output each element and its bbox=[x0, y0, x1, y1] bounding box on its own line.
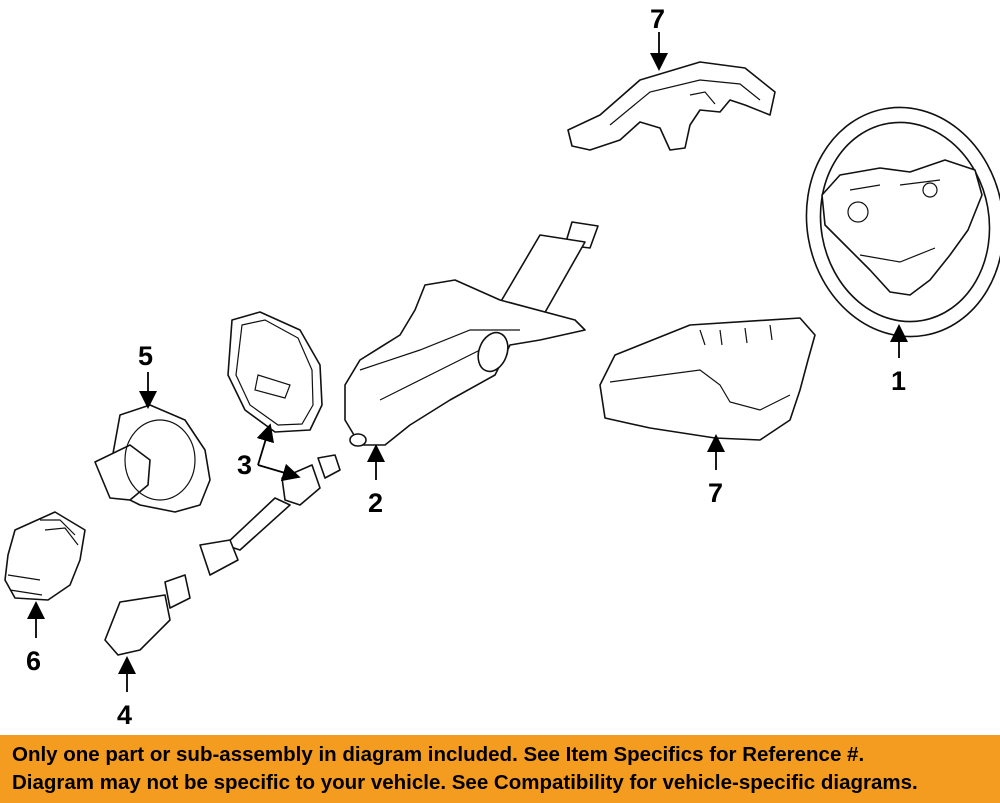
upper-column-shroud bbox=[567, 61, 776, 151]
callout-3: 3 bbox=[237, 450, 252, 480]
callout-2: 2 bbox=[368, 488, 383, 518]
leader-lines bbox=[27, 32, 908, 692]
callout-4: 4 bbox=[117, 700, 132, 730]
intermediate-shaft-boot bbox=[4, 511, 86, 601]
callout-7-lower: 7 bbox=[708, 478, 723, 508]
callout-7-upper: 7 bbox=[650, 4, 665, 34]
lower-column-shroud bbox=[599, 317, 816, 441]
dash-seal-plate bbox=[227, 311, 323, 433]
column-boot-seal bbox=[94, 404, 211, 513]
steering-wheel bbox=[805, 106, 1000, 338]
disclaimer-line-1: Only one part or sub-assembly in diagram… bbox=[12, 743, 865, 766]
callout-1: 1 bbox=[891, 366, 906, 396]
intermediate-steering-shaft bbox=[104, 454, 341, 656]
callout-5: 5 bbox=[138, 341, 153, 371]
disclaimer-banner: Only one part or sub-assembly in diagram… bbox=[0, 735, 1000, 803]
disclaimer-line-2: Diagram may not be specific to your vehi… bbox=[12, 771, 918, 794]
parts-diagram: 7 1 7 2 5 3 6 4 bbox=[4, 4, 1000, 730]
steering-column bbox=[344, 221, 599, 447]
callout-6: 6 bbox=[26, 646, 41, 676]
